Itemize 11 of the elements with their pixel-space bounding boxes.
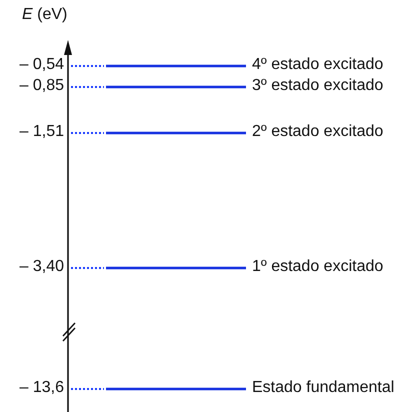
- state-label: 4º estado excitado: [252, 56, 384, 74]
- energy-value: – 0,85: [20, 77, 64, 95]
- state-label: 2º estado excitado: [252, 123, 384, 141]
- energy-value: – 0,54: [20, 56, 64, 74]
- energy-value: – 1,51: [20, 123, 64, 141]
- axis-title: E (eV): [22, 6, 68, 24]
- energy-value: – 3,40: [20, 258, 64, 276]
- state-label: 1º estado excitado: [252, 258, 384, 276]
- state-label: 3º estado excitado: [252, 77, 384, 95]
- energy-value: – 13,6: [20, 379, 64, 397]
- state-label: Estado fundamental: [252, 379, 394, 397]
